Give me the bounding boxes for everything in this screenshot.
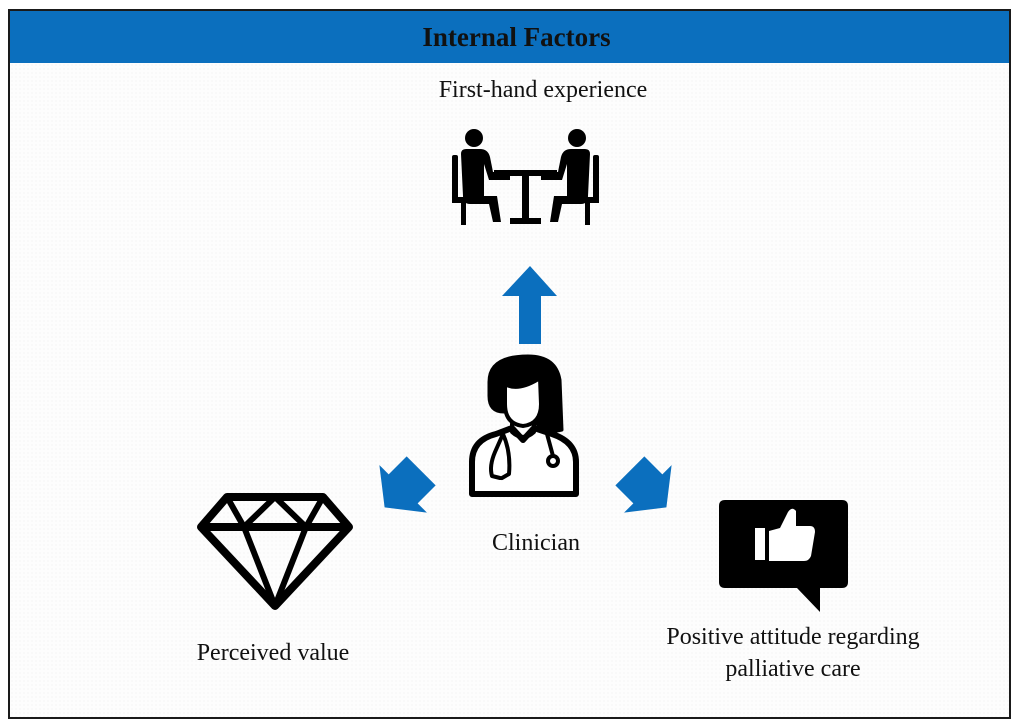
label-positive-attitude-line2: palliative care bbox=[725, 656, 861, 682]
arrow-down-right bbox=[615, 456, 672, 513]
label-first-hand-experience: First-hand experience bbox=[438, 77, 648, 103]
label-perceived-value: Perceived value bbox=[196, 640, 350, 666]
label-positive-attitude-line1: Positive attitude regarding bbox=[666, 624, 920, 650]
clinician-icon bbox=[469, 354, 579, 497]
diamond-icon bbox=[197, 493, 353, 610]
thumbs-up-speech-bubble-icon bbox=[719, 500, 848, 612]
label-clinician: Clinician bbox=[492, 530, 580, 556]
arrow-up bbox=[502, 266, 557, 344]
diagram-title: Internal Factors bbox=[422, 21, 611, 52]
arrow-down-left bbox=[379, 456, 436, 513]
title-bar: Internal Factors bbox=[10, 11, 1009, 63]
meeting-table-icon bbox=[452, 129, 599, 225]
